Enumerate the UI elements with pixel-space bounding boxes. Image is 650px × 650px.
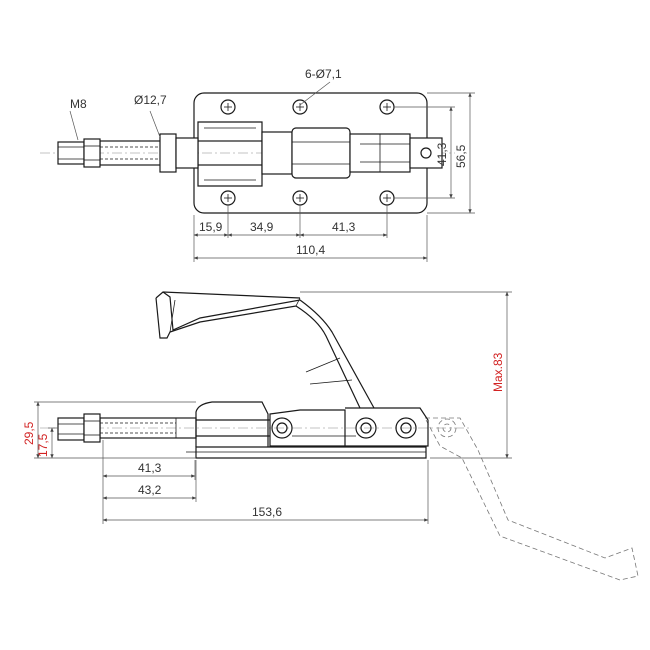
pivot-pin-1 xyxy=(271,417,293,439)
side-view: Max.83 29,5 17,5 41,3 43,2 153,6 xyxy=(22,291,639,581)
hole-diameter-label: Ø12,7 xyxy=(134,93,167,107)
dim-max-83-group: Max.83 xyxy=(300,291,512,459)
dim-max-83: Max.83 xyxy=(491,352,505,392)
dim-153-6: 153,6 xyxy=(252,505,282,519)
guide-housing xyxy=(197,121,263,187)
mount-hole-1 xyxy=(220,99,236,115)
plunger-rod xyxy=(57,133,269,173)
top-horizontal-dims: 15,9 34,9 41,3 110,4 xyxy=(193,205,428,262)
pivot-pin-3 xyxy=(395,417,417,439)
side-plunger-rod xyxy=(57,413,270,443)
thread-label: M8 xyxy=(70,97,87,111)
dim-vertical-41-3: 41,3 xyxy=(435,142,449,166)
side-base-plate xyxy=(195,446,427,459)
dim-41-3: 41,3 xyxy=(332,220,356,234)
pivot-pin-2 xyxy=(355,417,377,439)
rod-collar xyxy=(159,133,177,173)
dim-110-4: 110,4 xyxy=(296,243,325,257)
dim-vertical-56-5: 56,5 xyxy=(454,144,468,168)
dim-17-5: 17,5 xyxy=(36,433,50,457)
top-view: M8 Ø12,7 6-Ø7,1 15,9 34,9 41,3 110,4 xyxy=(40,67,475,262)
dim-34-9: 34,9 xyxy=(250,220,274,234)
mount-hole-2 xyxy=(292,99,308,115)
dim-15-9: 15,9 xyxy=(199,220,223,234)
side-linkage xyxy=(269,407,429,447)
handle-open-position xyxy=(424,417,639,581)
side-left-vertical-dims: 29,5 17,5 xyxy=(22,401,196,459)
mount-holes-label: 6-Ø7,1 xyxy=(305,67,342,81)
dim-side-41-3: 41,3 xyxy=(138,461,162,475)
side-lock-nut xyxy=(83,413,101,443)
linkage-block xyxy=(261,127,443,179)
side-handle xyxy=(155,291,375,409)
top-vertical-dims: 41,3 56,5 xyxy=(394,92,475,214)
side-hex-nut xyxy=(57,417,85,441)
dim-43-2: 43,2 xyxy=(138,483,162,497)
dim-29-5: 29,5 xyxy=(22,421,36,445)
hex-nut xyxy=(57,141,85,165)
side-bottom-dims: 41,3 43,2 153,6 xyxy=(102,440,429,524)
lock-nut xyxy=(83,138,101,168)
side-housing xyxy=(195,401,269,447)
